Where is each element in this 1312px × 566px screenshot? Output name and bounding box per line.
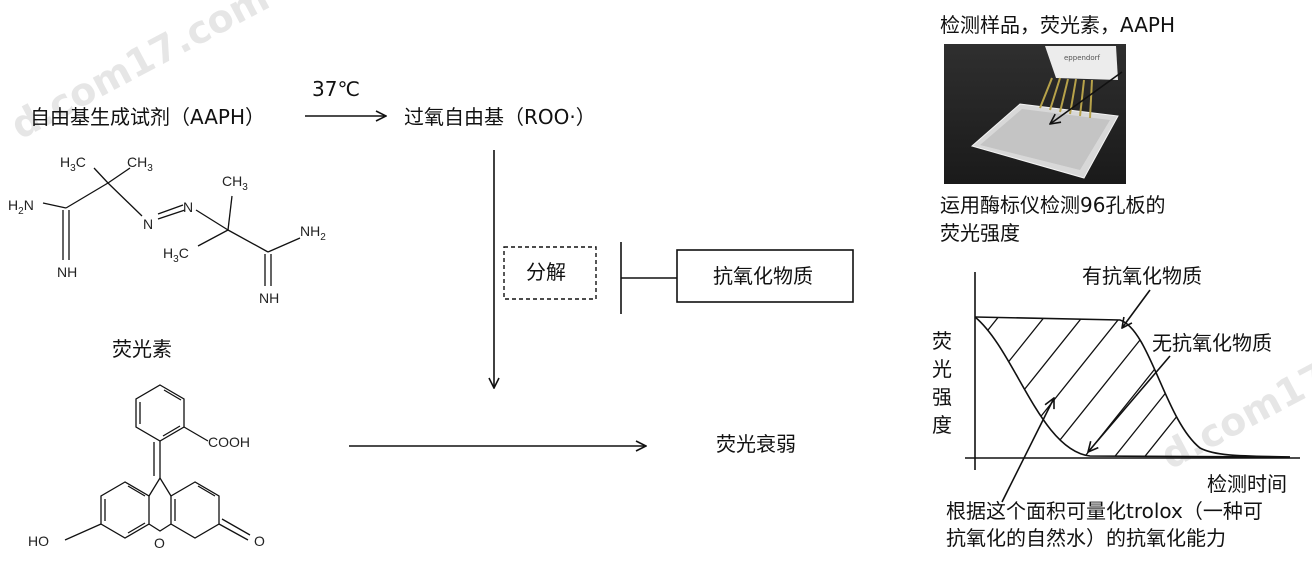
aaph-label: 自由基生成试剂（AAPH）: [30, 105, 265, 129]
graph-ylabel-4: 度: [932, 413, 952, 437]
aaph-h3c-1-c: C: [76, 154, 86, 170]
aaph-h3c-2-h: H: [163, 245, 173, 261]
photo-caption-top: 检测样品，荧光素，AAPH: [940, 13, 1175, 37]
aaph-h3c-2-sub: 3: [173, 254, 179, 265]
aaph-h2n-sub: 2: [18, 206, 24, 217]
svg-text:H2N: H2N: [8, 197, 34, 217]
svg-text:H3C: H3C: [60, 154, 86, 174]
aaph-structure: H3C CH3 CH3 H3C H2N NH2 NH NH N N: [8, 154, 326, 306]
aaph-h3c-2-c: C: [179, 245, 189, 261]
svg-text:CH3: CH3: [222, 173, 248, 193]
graph-hatched-area: [975, 317, 1271, 457]
graph-pointer-with: [1122, 289, 1151, 328]
svg-text:CH3: CH3: [127, 154, 153, 174]
plate-photo: eppendorf: [944, 44, 1126, 184]
aaph-nh2-sub: 2: [320, 232, 326, 243]
svg-text:H3C: H3C: [163, 245, 189, 265]
fluorescein-label: 荧光素: [112, 337, 172, 361]
aaph-ch3-1-sub: 3: [147, 163, 153, 174]
graph-note-line1: 根据这个面积可量化trolox（一种可: [946, 499, 1263, 523]
aaph-h3c-1-sub: 3: [70, 163, 76, 174]
antioxidant-box-label: 抗氧化物质: [713, 264, 813, 288]
svg-text:NH2: NH2: [300, 223, 326, 243]
fluorescein-cooh: COOH: [208, 434, 250, 450]
graph-ylabel-3: 强: [932, 385, 952, 409]
decompose-box: [503, 246, 597, 300]
fluorescence-decay-label: 荧光衰弱: [716, 432, 796, 456]
graph-xlabel: 检测时间: [1207, 472, 1287, 496]
aaph-n-1: N: [143, 216, 153, 232]
decay-graph: 有抗氧化物质 无抗氧化物质 荧 光 强 度 检测时间 根据这个面积可量化trol…: [932, 264, 1300, 550]
aaph-h2n-n: N: [24, 197, 34, 213]
fluorescein-ho: HO: [28, 533, 49, 549]
aaph-n-2: N: [183, 199, 193, 215]
pipette-brand: eppendorf: [1064, 54, 1101, 62]
graph-note-line2: 抗氧化的自然水）的抗氧化能力: [946, 526, 1226, 550]
aaph-nh-2: NH: [259, 290, 279, 306]
fluorescein-ring-o: O: [154, 535, 165, 551]
aaph-ch3-2-sub: 3: [242, 182, 248, 193]
graph-ylabel-1: 荧: [932, 329, 952, 353]
fluorescein-structure: COOH O HO O: [28, 384, 265, 551]
aaph-nh-1: NH: [57, 264, 77, 280]
photo-caption-line2: 荧光强度: [940, 221, 1020, 245]
graph-with-antioxidant: 有抗氧化物质: [1082, 264, 1202, 288]
graph-without-antioxidant: 无抗氧化物质: [1152, 331, 1272, 355]
graph-ylabel-2: 光: [932, 357, 952, 381]
aaph-h3c-1-h: H: [60, 154, 70, 170]
radical-label: 过氧自由基（ROO·）: [404, 105, 596, 129]
aaph-h2n-h: H: [8, 197, 18, 213]
graph-pointer-without: [1088, 355, 1171, 452]
graph-pointer-area: [1001, 398, 1054, 503]
antioxidant-box: [676, 249, 854, 303]
graph-curve-without-antioxidant: [974, 316, 1291, 458]
fluorescein-ketone-o: O: [254, 533, 265, 549]
graph-curve-with-antioxidant: [974, 316, 1291, 458]
aaph-nh2: NH: [300, 223, 320, 239]
decompose-label: 分解: [526, 260, 566, 284]
aaph-ch3-1: CH: [127, 154, 147, 170]
photo-caption-line1: 运用酶标仪检测96孔板的: [940, 193, 1165, 217]
temperature-label: 37℃: [312, 77, 360, 101]
aaph-ch3-2: CH: [222, 173, 242, 189]
